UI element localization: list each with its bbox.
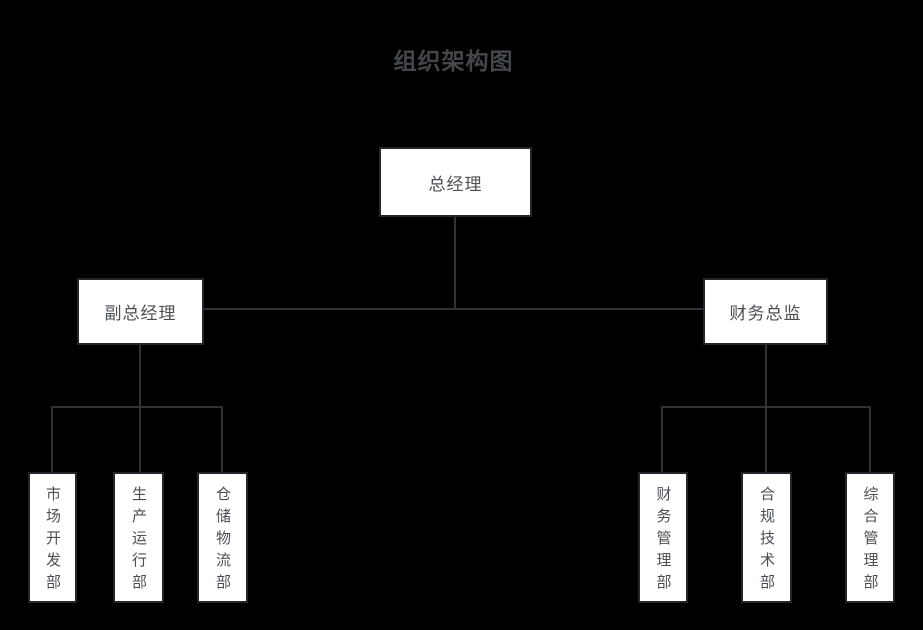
connector-root-stem [454, 216, 456, 309]
node-compliance-technology-dept: 合规技术部 [741, 472, 792, 603]
node-label: 生产运行部 [130, 486, 147, 596]
connector-right-stub-1 [661, 406, 663, 472]
node-label: 合规技术部 [758, 486, 775, 596]
connector-level2-trunk [203, 308, 703, 310]
connector-finance-stem [765, 344, 767, 473]
connector-right-branch [661, 406, 871, 408]
connector-deputy-stem [139, 344, 141, 473]
node-production-operations-dept: 生产运行部 [113, 472, 164, 603]
node-market-development-dept: 市场开发部 [28, 472, 77, 603]
node-label: 总经理 [428, 174, 483, 194]
node-deputy-general-manager: 副总经理 [77, 278, 204, 345]
node-label: 副总经理 [104, 304, 177, 323]
node-financial-management-dept: 财务管理部 [638, 472, 688, 603]
node-label: 综合管理部 [861, 486, 879, 596]
node-finance-director: 财务总监 [703, 278, 828, 345]
node-general-management-dept: 综合管理部 [845, 472, 895, 603]
node-label: 财务管理部 [654, 486, 672, 596]
node-label: 财务总监 [729, 304, 802, 323]
node-general-manager: 总经理 [379, 147, 532, 217]
node-label: 仓储物流部 [214, 486, 231, 596]
connector-left-branch [51, 406, 223, 408]
connector-right-stub-3 [869, 406, 871, 472]
connector-left-stub-3 [221, 406, 223, 472]
connector-left-stub-1 [51, 406, 53, 472]
chart-title: 组织架构图 [393, 48, 514, 74]
node-label: 市场开发部 [44, 486, 61, 596]
node-warehouse-logistics-dept: 仓储物流部 [197, 472, 248, 603]
